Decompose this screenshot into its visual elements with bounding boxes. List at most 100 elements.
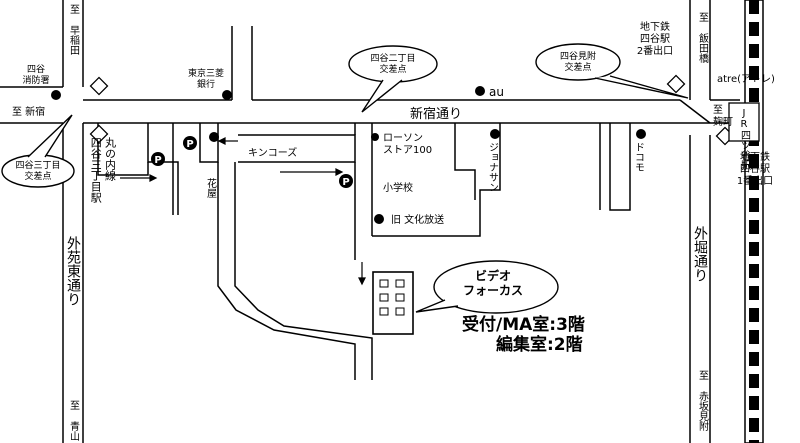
window bbox=[395, 307, 405, 316]
label-to-kojimachi: 至麹町 bbox=[713, 104, 733, 128]
label-to-iidabashi: 至 飯田橋 bbox=[697, 12, 709, 64]
text-line: 四谷二丁目 bbox=[370, 53, 415, 64]
label-yotsuya3-crossing: 四谷三丁目交差点 bbox=[15, 160, 60, 182]
parking-label: P bbox=[342, 177, 349, 188]
label-mitsuke-crossing: 四谷見附交差点 bbox=[560, 50, 596, 73]
text-line: ストア100 bbox=[383, 145, 432, 156]
label-sotobori: 外堀通り bbox=[692, 226, 708, 282]
label-marunouchi-station: 丸の内線四谷三丁目駅 bbox=[89, 137, 116, 204]
window bbox=[379, 293, 389, 302]
window bbox=[395, 293, 405, 302]
roads bbox=[0, 0, 740, 443]
parking-icons: P P P bbox=[151, 136, 353, 188]
label-fire-station: 四谷消防署 bbox=[22, 64, 49, 86]
text-line: ローソン bbox=[383, 133, 423, 144]
label-to-waseda: 至 早稲田 bbox=[68, 4, 80, 55]
parking-label: P bbox=[186, 139, 193, 150]
arrow-head bbox=[358, 277, 366, 286]
text-line: 2番出口 bbox=[637, 44, 673, 57]
window bbox=[379, 279, 389, 288]
text-line: 銀行 bbox=[197, 78, 215, 90]
dot-bank bbox=[222, 90, 232, 100]
label-florist: 花屋 bbox=[205, 177, 217, 198]
landmark-dots bbox=[51, 86, 646, 224]
street-marunouchi-west bbox=[97, 123, 149, 176]
street-curve-east bbox=[234, 162, 373, 380]
parking-icon bbox=[339, 174, 353, 188]
building-outline bbox=[372, 271, 414, 335]
label-kinkos: キンコーズ bbox=[248, 146, 297, 159]
dot-au bbox=[475, 86, 485, 96]
jr-railway bbox=[744, 0, 764, 443]
bubble-yotsuya2-tail bbox=[361, 79, 403, 113]
dot-fire-station bbox=[51, 90, 61, 100]
text-line: 地下鉄 bbox=[640, 20, 670, 33]
arrow-head bbox=[217, 137, 226, 145]
street-school-inner bbox=[454, 123, 476, 200]
text-line: 交差点 bbox=[379, 63, 406, 75]
bubble-video-focus bbox=[433, 260, 559, 314]
label-to-shinjuku: 至 新宿 bbox=[12, 105, 45, 118]
text-line: 地下鉄 bbox=[740, 150, 770, 163]
label-docomo: ドコモ bbox=[633, 142, 644, 172]
street-bank-block bbox=[199, 123, 219, 163]
text-line: 四谷駅 bbox=[640, 33, 670, 45]
text-line: 四谷 bbox=[27, 64, 45, 75]
parking-icon bbox=[151, 152, 165, 166]
text-line: 至 bbox=[713, 104, 723, 116]
label-lawson: ローソンストア100 bbox=[383, 133, 432, 156]
dot-jonathan bbox=[490, 129, 500, 139]
text-column: 四谷三丁目駅 bbox=[89, 137, 102, 204]
text-line: 麹町 bbox=[713, 115, 733, 128]
dot-florist bbox=[209, 132, 219, 142]
jr-station-label: JR四ツ谷駅 bbox=[739, 108, 751, 171]
dot-bunka bbox=[374, 214, 384, 224]
window bbox=[379, 307, 389, 316]
window bbox=[395, 279, 405, 288]
parking-label: P bbox=[154, 155, 161, 166]
crossing-yotsuya3-south bbox=[89, 124, 109, 144]
label-old-bunka: 旧 文化放送 bbox=[391, 213, 444, 226]
dot-lawson bbox=[371, 133, 379, 141]
arrow-head bbox=[149, 174, 158, 182]
street-school-block bbox=[372, 123, 501, 237]
arrow-head bbox=[335, 168, 344, 176]
label-au: au bbox=[489, 85, 504, 99]
arrows bbox=[120, 137, 366, 286]
text-line: 交差点 bbox=[24, 170, 51, 182]
label-shinjuku-dori: 新宿通り bbox=[410, 106, 462, 122]
label-atre: atre(アトレ) bbox=[717, 74, 775, 85]
text-line: 四谷駅 bbox=[740, 163, 770, 175]
bubble-mitsuke bbox=[535, 43, 621, 81]
label-reception: 受付/MA室:3階 bbox=[462, 314, 585, 335]
street-curve-west bbox=[217, 162, 356, 380]
crossing-yotsuya3-north bbox=[89, 76, 109, 96]
jr-station-box bbox=[728, 102, 760, 142]
diagonal-road bbox=[679, 99, 711, 124]
text-line: ビデオ bbox=[475, 268, 511, 283]
bubble-video-tail bbox=[415, 299, 459, 313]
text-line: 四谷三丁目 bbox=[15, 160, 60, 171]
bubble-yotsuya3-tail bbox=[27, 114, 73, 158]
label-to-aoyama: 至 青山 bbox=[68, 400, 80, 441]
text-line: 消防署 bbox=[22, 74, 49, 86]
text-line: 四谷見附 bbox=[560, 50, 596, 62]
crossings bbox=[89, 74, 735, 146]
text-column: 丸の内線 bbox=[104, 137, 117, 181]
street-kinkos-block bbox=[238, 134, 356, 163]
label-video-focus: ビデオフォーカス bbox=[463, 268, 523, 297]
dot-docomo bbox=[636, 129, 646, 139]
label-editing: 編集室:2階 bbox=[496, 334, 583, 355]
label-school: 小学校 bbox=[383, 181, 413, 194]
text-line: フォーカス bbox=[463, 283, 523, 297]
label-yotsuya2-crossing: 四谷二丁目交差点 bbox=[370, 53, 415, 75]
text-line: 交差点 bbox=[564, 61, 591, 73]
bubbles bbox=[1, 43, 689, 314]
label-gaien-higashi: 外苑東通り bbox=[65, 236, 81, 306]
text-line: 東京三菱 bbox=[188, 67, 224, 79]
label-to-akasaka: 至 赤坂見附 bbox=[697, 370, 709, 432]
